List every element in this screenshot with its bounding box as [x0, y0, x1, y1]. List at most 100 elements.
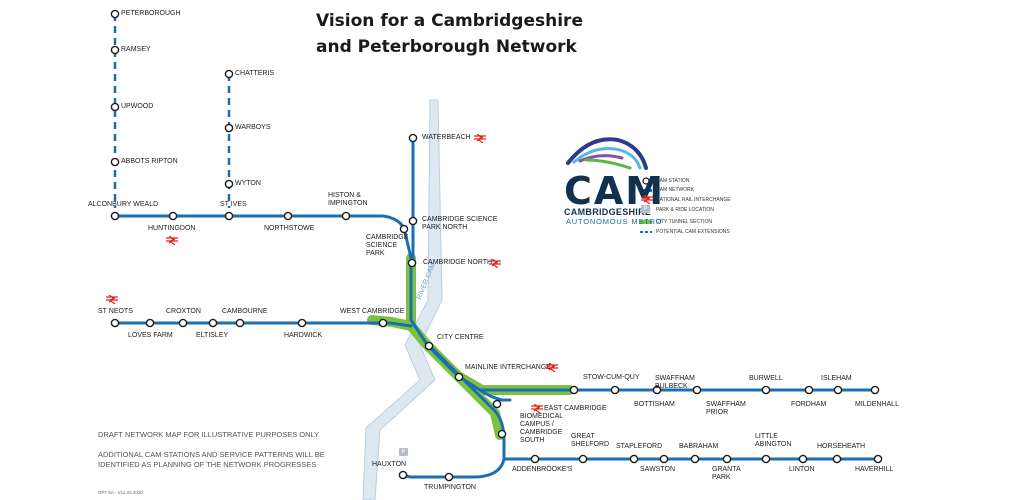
station-stapleford[interactable]: [629, 454, 639, 464]
legend-symbols: [640, 177, 652, 233]
station-trumpington[interactable]: [444, 472, 454, 482]
station-mildenhall[interactable]: [870, 385, 880, 395]
station-csp[interactable]: [399, 224, 409, 234]
station-wyton[interactable]: [224, 179, 234, 189]
station-label-swaffham-bulbeck: SWAFFHAM BULBECK: [655, 375, 695, 390]
station-ramsey[interactable]: [110, 45, 120, 55]
park-ride-icon: P: [399, 448, 408, 456]
station-addenbrookes[interactable]: [530, 454, 540, 464]
station-waterbeach[interactable]: [408, 133, 418, 143]
station-label-linton: LINTON: [789, 466, 815, 473]
station-warboys[interactable]: [224, 123, 234, 133]
station-label-bottisham: BOTTISHAM: [634, 401, 675, 408]
station-hardwick[interactable]: [297, 318, 307, 328]
station-label-huntingdon: HUNTINGDON: [148, 225, 196, 232]
title-line-2: and Peterborough Network: [316, 37, 577, 57]
station-label-histon: HISTON & IMPINGTON: [328, 192, 368, 207]
station-st-neots[interactable]: [110, 318, 120, 328]
station-chatteris[interactable]: [224, 69, 234, 79]
station-label-st-neots: ST NEOTS: [98, 308, 133, 315]
version-footer: OPT 6A - V11.03.2020: [98, 490, 143, 495]
station-sawston[interactable]: [659, 454, 669, 464]
station-burwell[interactable]: [761, 385, 771, 395]
station-label-trumpington: TRUMPINGTON: [424, 484, 476, 491]
station-city-centre[interactable]: [424, 341, 434, 351]
station-east-cambridge[interactable]: [492, 399, 502, 409]
station-peterborough[interactable]: [110, 9, 120, 19]
station-hauxton[interactable]: [398, 470, 408, 480]
station-label-granta-park: GRANTA PARK: [712, 466, 741, 481]
station-label-hauxton: HAUXTON: [372, 461, 407, 468]
station-label-eltisley: ELTISLEY: [196, 332, 229, 339]
legend-label: POTENTIAL CAM EXTENSIONS: [656, 229, 730, 235]
station-stow-cum-quy[interactable]: [569, 385, 579, 395]
station-swaffham-bulbeck[interactable]: [652, 385, 662, 395]
station-histon[interactable]: [341, 211, 351, 221]
station-biomedical[interactable]: [497, 429, 507, 439]
station-label-warboys: WARBOYS: [235, 124, 271, 131]
station-isleham[interactable]: [833, 385, 843, 395]
station-label-cambourne: CAMBOURNE: [222, 308, 268, 315]
station-st-ives[interactable]: [224, 211, 234, 221]
station-upwood[interactable]: [110, 102, 120, 112]
station-eltisley[interactable]: [208, 318, 218, 328]
station-huntingdon[interactable]: [168, 211, 178, 221]
station-label-csp-north: CAMBRIDGE SCIENCE PARK NORTH: [422, 216, 498, 231]
river-cam: [362, 99, 443, 500]
station-west-cambridge[interactable]: [378, 318, 388, 328]
station-label-little-abington: LITTLE ABINGTON: [755, 433, 792, 448]
legend-label: PARK & RIDE LOCATION: [656, 207, 714, 213]
station-linton[interactable]: [798, 454, 808, 464]
station-fordham[interactable]: [804, 385, 814, 395]
station-label-csp: CAMBRIDGE SCIENCE PARK: [366, 234, 409, 257]
station-label-northstowe: NORTHSTOWE: [264, 225, 315, 232]
station-label-hardwick: HARDWICK: [284, 332, 323, 339]
rail-icon: [473, 134, 487, 143]
station-cambourne[interactable]: [235, 318, 245, 328]
logo-line-2: AUTONOMOUS METRO: [566, 217, 663, 226]
station-abbots-ripton[interactable]: [110, 157, 120, 167]
station-label-st-ives: ST IVES: [220, 201, 247, 208]
rail-icon: [530, 404, 544, 413]
legend-label: NATIONAL RAIL INTERCHANGE: [656, 197, 731, 203]
station-label-sawston: SAWSTON: [640, 466, 676, 473]
station-mainline-interchange[interactable]: [454, 372, 464, 382]
station-label-ramsey: RAMSEY: [121, 46, 151, 53]
station-label-abbots-ripton: ABBOTS RIPTON: [121, 158, 178, 165]
station-great-shelford[interactable]: [578, 454, 588, 464]
station-label-haverhill: HAVERHILL: [855, 466, 894, 473]
station-granta-park[interactable]: [722, 454, 732, 464]
station-haverhill[interactable]: [873, 454, 883, 464]
station-label-upwood: UPWOOD: [121, 103, 154, 110]
station-cambridge-north[interactable]: [407, 258, 417, 268]
station-loves-farm[interactable]: [145, 318, 155, 328]
tunnel-line-icon: [640, 220, 652, 224]
legend-label: CAM NETWORK: [656, 187, 695, 193]
station-label-mildenhall: MILDENHALL: [855, 401, 899, 408]
station-label-stapleford: STAPLEFORD: [616, 443, 663, 450]
station-horseheath[interactable]: [832, 454, 842, 464]
station-babraham[interactable]: [690, 454, 700, 464]
station-swaffham-prior[interactable]: [692, 385, 702, 395]
station-csp-north[interactable]: [408, 216, 418, 226]
rail-icon: [545, 363, 559, 372]
station-northstowe[interactable]: [283, 211, 293, 221]
station-bottisham[interactable]: [610, 385, 620, 395]
station-little-abington[interactable]: [761, 454, 771, 464]
network-line-icon: [640, 189, 652, 192]
logo-word: CAM: [564, 169, 666, 213]
station-croxton[interactable]: [178, 318, 188, 328]
station-label-waterbeach: WATERBEACH: [422, 134, 471, 141]
station-label-biomedical: BIOMEDICAL CAMPUS / CAMBRIDGE SOUTH: [520, 413, 564, 444]
draft-note: DRAFT NETWORK MAP FOR ILLUSTRATIVE PURPO…: [98, 430, 320, 439]
station-alconbury-weald[interactable]: [110, 211, 120, 221]
station-label-mainline-interchange: MAINLINE INTERCHANGE: [465, 364, 551, 371]
station-label-city-centre: CITY CENTRE: [437, 334, 484, 341]
potential-extensions: [113, 14, 231, 208]
rail-icon: [640, 195, 654, 204]
rail-icon: [165, 236, 179, 245]
station-label-swaffham-prior: SWAFFHAM PRIOR: [706, 401, 746, 416]
station-label-horseheath: HORSEHEATH: [817, 443, 866, 450]
station-label-stow-cum-quy: STOW-CUM-QUY: [583, 374, 640, 381]
station-icon: [642, 177, 650, 185]
